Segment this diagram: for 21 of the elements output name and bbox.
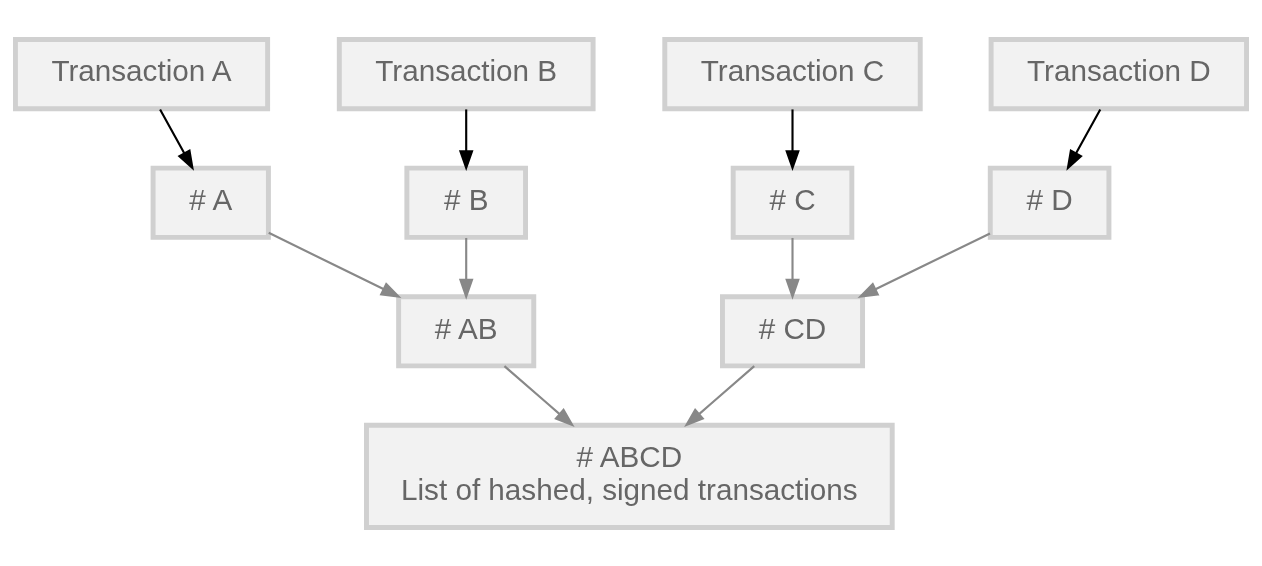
node-box: # ABCD List of hashed, signed transactions <box>364 422 895 530</box>
arrow <box>268 231 402 298</box>
node-box: Transaction D <box>988 36 1249 111</box>
arrow <box>857 232 991 298</box>
node-box: Transaction A <box>13 36 271 111</box>
arrow <box>785 237 800 300</box>
node-box: Transaction B <box>336 36 596 111</box>
node-box: Transaction C <box>662 36 923 111</box>
node-box: # C <box>730 165 855 240</box>
node-box: # D <box>987 165 1112 240</box>
arrow <box>785 108 800 171</box>
node-box: # CD <box>720 293 865 368</box>
arrow <box>684 364 755 427</box>
arrow <box>159 108 194 171</box>
node-box: # AB <box>396 293 537 368</box>
arrow <box>503 364 575 427</box>
node-box: # A <box>150 165 271 240</box>
arrow <box>458 108 474 171</box>
arrow <box>458 237 474 300</box>
arrow <box>1066 108 1102 171</box>
node-box: # B <box>404 165 528 240</box>
